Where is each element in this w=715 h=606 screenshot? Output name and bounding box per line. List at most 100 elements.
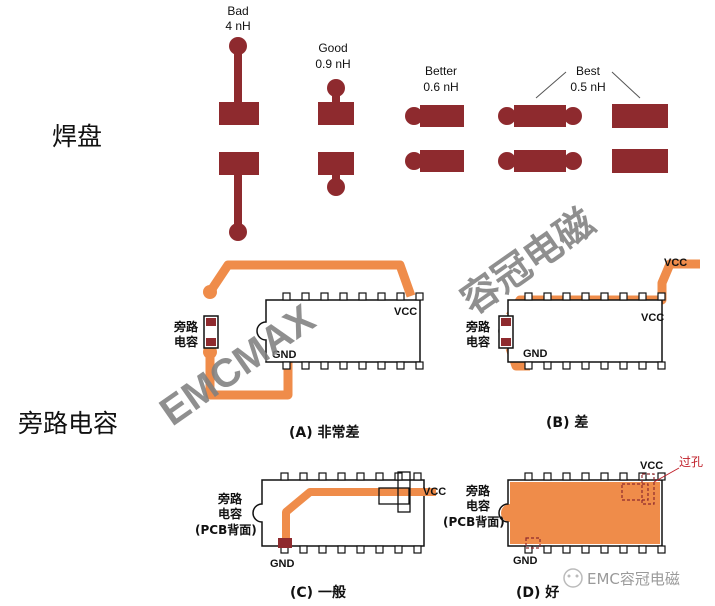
ic-pin (339, 361, 348, 370)
capacitor-pad (501, 338, 511, 346)
ic-pin (524, 472, 533, 481)
caption-c: (C) 一般 (290, 584, 346, 601)
ic-pin (356, 472, 365, 481)
gnd-label: GND (523, 348, 548, 360)
pad-rect (612, 149, 668, 173)
via-circle (405, 107, 423, 125)
via-leader-line (653, 467, 680, 483)
ic-chip (256, 299, 421, 363)
pad-rect (420, 105, 464, 127)
layout-d: 旁路 电容 (PCB背面) VCC 过孔 GND (D) 好 (443, 455, 703, 601)
ic-chip (498, 479, 663, 547)
pad-variant-better-value: 0.6 nH (423, 80, 458, 94)
ic-pin (657, 361, 666, 370)
ic-pin (600, 472, 609, 481)
pads-section-label: 焊盘 (52, 122, 102, 151)
pad-rect (318, 152, 354, 175)
ic-pin (581, 361, 590, 370)
cap-label: 旁路 (465, 319, 491, 334)
ic-pin (562, 292, 571, 301)
ic-pin (619, 361, 628, 370)
ic-pin (396, 361, 405, 370)
pad-variant-best: Best 0.5 nH (498, 64, 668, 173)
gnd-trace (205, 352, 293, 400)
ic-pin (413, 545, 422, 554)
vcc-label: VCC (423, 486, 446, 498)
pad-variant-better-name: Better (425, 64, 457, 78)
bypass-capacitor (621, 483, 649, 501)
wechat-icon-eye (575, 574, 579, 578)
pad-rect (514, 150, 566, 172)
via-circle (405, 152, 423, 170)
ic-pin (524, 361, 533, 370)
ic-pin (581, 472, 590, 481)
ic-pin (657, 292, 666, 301)
gnd-pad (278, 538, 292, 548)
via-circle (498, 107, 516, 125)
via-circle (564, 107, 582, 125)
pad-variant-bad: Bad 4 nH (219, 4, 259, 241)
bypass-section-label: 旁路电容 (18, 409, 118, 438)
ic-pin (543, 472, 552, 481)
ic-pin (282, 361, 291, 370)
via-circle (498, 152, 516, 170)
pad-rect (514, 105, 566, 127)
leader-line (535, 71, 567, 99)
footer-watermark-text: EMC容冠电磁 (587, 570, 680, 588)
ic-pin (413, 472, 422, 481)
pad-rect (318, 102, 354, 125)
via-label: 过孔 (679, 455, 703, 469)
gnd-pad (525, 537, 541, 549)
ic-pin (320, 361, 329, 370)
ic-pin (356, 545, 365, 554)
ic-pin (377, 292, 386, 301)
pad-variant-good-name: Good (318, 41, 347, 55)
ic-pin (543, 292, 552, 301)
pad-rect (420, 150, 464, 172)
cap-label: 电容 (466, 334, 490, 349)
ic-pin (358, 292, 367, 301)
ic-pin (415, 292, 424, 301)
trace (282, 488, 436, 546)
cap-label: 电容 (218, 506, 242, 521)
pcb-back-label: (PCB背面) (195, 522, 257, 537)
gnd-label: GND (272, 349, 297, 361)
caption-a: (A) 非常差 (289, 424, 360, 441)
ic-pin (543, 545, 552, 554)
gnd-label: GND (513, 555, 538, 567)
vcc-label: VCC (641, 312, 664, 324)
leader-line (611, 71, 641, 99)
via-circle (229, 223, 247, 241)
ic-pin (638, 545, 647, 554)
wechat-icon-eye (567, 574, 571, 578)
ic-pin (299, 545, 308, 554)
ic-pin (396, 292, 405, 301)
ic-pin (282, 292, 291, 301)
ic-pin (337, 472, 346, 481)
ic-pin (619, 292, 628, 301)
ic-pin (524, 292, 533, 301)
pad-variant-bad-value: 4 nH (225, 19, 250, 33)
ic-chip (252, 479, 425, 547)
cap-label: 旁路 (217, 491, 243, 506)
ic-pin (299, 472, 308, 481)
ic-pin (581, 545, 590, 554)
gnd-label: GND (270, 558, 295, 570)
ic-pin (562, 472, 571, 481)
vcc-label: VCC (664, 257, 687, 269)
wechat-icon (563, 568, 583, 588)
via-outline (641, 473, 655, 505)
pad-trace (332, 88, 340, 104)
pad-variant-best-name: Best (576, 64, 601, 78)
ic-pin (377, 361, 386, 370)
ic-pin (638, 361, 647, 370)
ic-pin (543, 361, 552, 370)
ic-pin (301, 292, 310, 301)
pcb-back-label: (PCB背面) (443, 514, 505, 529)
ic-pin (619, 545, 628, 554)
via-circle (564, 152, 582, 170)
ic-pin (394, 545, 403, 554)
cap-label: 旁路 (465, 483, 491, 498)
ic-pin (524, 545, 533, 554)
ic-pin (619, 472, 628, 481)
